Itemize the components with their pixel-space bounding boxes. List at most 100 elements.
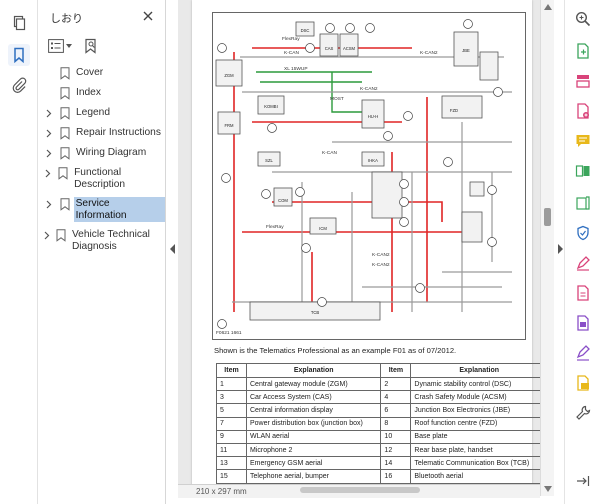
protect-icon[interactable]	[572, 222, 594, 244]
horizontal-scrollbar[interactable]	[300, 487, 420, 493]
table-row: 9 WLAN aerial 10 Base plate	[216, 429, 540, 444]
export-pdf-icon[interactable]	[572, 40, 594, 62]
scroll-up-icon[interactable]	[544, 4, 552, 10]
box-fzd: FZD	[450, 108, 458, 113]
bookmark-wiring-diagram[interactable]: Wiring Diagram	[38, 143, 165, 163]
bookmark-label: Legend	[76, 107, 110, 118]
table-row: 13 Emergency GSM aerial 14 Telematic Com…	[216, 456, 540, 471]
more-tools-icon[interactable]	[572, 402, 594, 424]
panel-title: しおり	[50, 13, 83, 25]
collapse-panel-icon[interactable]	[169, 243, 177, 255]
scroll-down-icon[interactable]	[544, 486, 552, 492]
header-item-1: Item	[216, 363, 247, 378]
left-tool-strip	[0, 0, 38, 504]
vertical-scrollbar[interactable]	[540, 0, 554, 496]
chevron-right-icon[interactable]	[42, 228, 52, 242]
scrollbar-thumb[interactable]	[544, 208, 551, 226]
header-explanation-2: Explanation	[410, 363, 540, 378]
box-frm: FRM	[224, 123, 234, 128]
box-jbe: JBE	[462, 48, 470, 53]
box-acsm: ACSM	[343, 46, 356, 51]
chevron-right-icon[interactable]	[42, 197, 56, 211]
box-hu: HU-H	[368, 114, 378, 119]
page-size-label: 210 x 297 mm	[196, 487, 247, 496]
bookmark-functional-description[interactable]: Functional Description	[38, 163, 165, 194]
table-row: 1 Central gateway module (ZGM) 2 Dynamic…	[216, 376, 540, 392]
box-ihka: IHKA	[368, 158, 378, 163]
bookmark-flag-icon	[58, 66, 72, 80]
attachment-icon[interactable]	[8, 74, 30, 96]
request-signature-icon[interactable]	[572, 342, 594, 364]
table-row: 5 Central information display 6 Junction…	[216, 403, 540, 418]
collapse-right-pane-icon[interactable]	[572, 470, 594, 492]
label-kcan-top: K-CAN	[284, 50, 299, 56]
table-row: 7 Power distribution box (junction box) …	[216, 416, 540, 431]
chevron-right-icon[interactable]	[42, 166, 54, 180]
pages-icon[interactable]	[8, 12, 30, 34]
bookmark-cover[interactable]: Cover	[38, 63, 165, 83]
organize-pages-icon[interactable]	[572, 70, 594, 92]
box-dsc: DSC	[301, 28, 310, 33]
find-bookmark-icon	[85, 38, 96, 54]
label-kcan2-low: K-CAN2	[372, 252, 390, 258]
close-icon[interactable]	[140, 8, 156, 24]
options-menu-button[interactable]	[46, 36, 74, 56]
bookmark-panel: しおり Cover Index Legend	[38, 0, 166, 504]
bookmark-vehicle-technical-diagnosis[interactable]: Vehicle Technical Diagnosis	[38, 225, 165, 256]
create-pdf-icon[interactable]	[572, 100, 594, 122]
fill-sign-icon[interactable]	[572, 252, 594, 274]
document-viewport[interactable]: FlexRay K-CAN XL 15WUP K-CAN2 K-CAN2 MOS…	[178, 0, 540, 496]
export-document-icon[interactable]	[572, 312, 594, 334]
label-most: MOST	[330, 96, 344, 102]
bookmark-label: Vehicle Technical Diagnosis	[71, 229, 150, 252]
bookmark-legend[interactable]: Legend	[38, 103, 165, 123]
chevron-right-icon[interactable]	[42, 126, 56, 140]
collapse-tools-icon[interactable]	[556, 243, 564, 255]
bookmark-service-information[interactable]: Service Information	[38, 194, 165, 225]
chevron-right-icon[interactable]	[42, 146, 56, 160]
bookmark-flag-icon	[58, 106, 72, 120]
box-icm: ICM	[319, 226, 327, 231]
box-kombi: KOMBI	[264, 104, 278, 109]
edit-pdf-icon[interactable]	[572, 282, 594, 304]
document-page: FlexRay K-CAN XL 15WUP K-CAN2 K-CAN2 MOS…	[192, 0, 540, 496]
box-cas: CAS	[325, 46, 334, 51]
find-bookmark-button[interactable]	[82, 36, 100, 56]
send-for-comments-icon[interactable]	[572, 372, 594, 394]
zoom-icon[interactable]	[572, 8, 594, 30]
label-kcan2-top: K-CAN2	[420, 50, 438, 56]
bookmark-repair-instructions[interactable]: Repair Instructions	[38, 123, 165, 143]
figure-id: F0621 1661	[216, 330, 242, 336]
panel-toolbar	[46, 36, 100, 56]
bookmark-label: Repair Instructions	[76, 127, 161, 138]
table-row: 15 Telephone aerial, bumper 16 Bluetooth…	[216, 469, 540, 484]
label-kcan2-mid: K-CAN2	[360, 86, 378, 92]
bookmark-label: Cover	[76, 67, 104, 78]
bookmark-label: Functional Description	[74, 167, 126, 190]
combine-files-icon[interactable]	[572, 160, 594, 182]
chevron-down-icon	[66, 44, 72, 48]
bookmark-flag-icon	[58, 197, 72, 211]
bookmark-index[interactable]: Index	[38, 83, 165, 103]
bookmark-label: Service Information	[73, 197, 165, 222]
bookmark-flag-icon	[54, 228, 68, 242]
label-kcan2-low2: K-CAN2	[372, 262, 390, 268]
bookmark-icon[interactable]	[8, 44, 30, 66]
table-row: 3 Car Access System (CAS) 4 Crash Safety…	[216, 390, 540, 405]
box-com: COM	[278, 198, 288, 203]
header-explanation-1: Explanation	[245, 363, 382, 378]
bookmark-flag-icon	[58, 126, 72, 140]
wiring-diagram: FlexRay K-CAN XL 15WUP K-CAN2 K-CAN2 MOS…	[212, 12, 526, 340]
bookmark-flag-icon	[58, 146, 72, 160]
label-flexray-low: FlexRay	[266, 224, 284, 230]
compress-pdf-icon[interactable]	[572, 192, 594, 214]
comment-icon[interactable]	[572, 130, 594, 152]
legend-table: Item Explanation Item Explanation 1 Cent…	[216, 363, 540, 484]
box-zgm: ZGM	[224, 73, 234, 78]
chevron-right-icon[interactable]	[42, 106, 56, 120]
table-row: 11 Microphone 2 12 Rear base plate, hand…	[216, 442, 540, 458]
bookmark-label: Index	[76, 87, 101, 98]
label-kcan-mid: K-CAN	[322, 150, 337, 156]
list-options-icon	[48, 39, 64, 53]
bookmark-label: Wiring Diagram	[76, 147, 147, 158]
